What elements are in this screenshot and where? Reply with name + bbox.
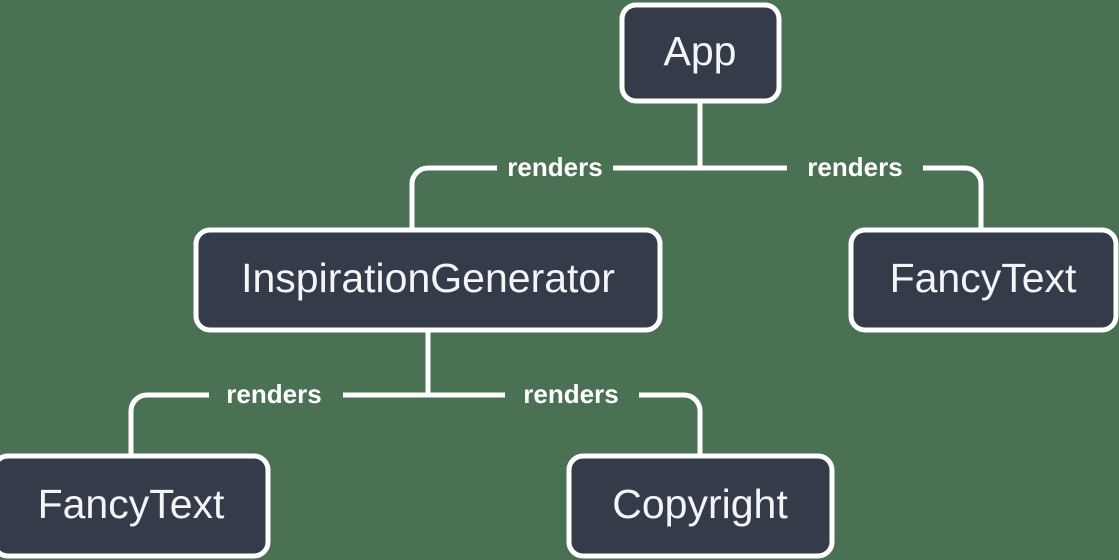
node-app-label: App [664, 28, 737, 74]
node-inspirationgenerator[interactable]: InspirationGenerator [193, 227, 663, 333]
node-fancytext-bottom-left[interactable]: FancyText [0, 453, 271, 559]
node-fancytext-bottom-left-label: FancyText [38, 481, 225, 527]
node-fancytext-right-box[interactable] [848, 227, 1119, 333]
node-copyright-box[interactable] [566, 453, 835, 559]
edge-app-to-inspirationgenerator [409, 165, 700, 230]
edge-label-app-to-fancytext-right: renders [807, 152, 902, 182]
edge-inspirationgenerator-to-fancytext-bottom-left [128, 392, 428, 456]
node-fancytext-right-label: FancyText [890, 255, 1077, 301]
node-copyright-label: Copyright [612, 481, 788, 527]
edge-app-to-fancytext-right [700, 165, 984, 230]
node-inspirationgenerator-label: InspirationGenerator [241, 255, 615, 301]
node-copyright[interactable]: Copyright [566, 453, 835, 559]
node-fancytext-bottom-left-box[interactable] [0, 453, 271, 559]
edge-inspirationgenerator-to-copyright [428, 392, 703, 456]
edge-label-app-to-inspirationgenerator: renders [507, 152, 602, 182]
node-app[interactable]: App [619, 2, 782, 104]
edge-label-inspirationgenerator-to-fancytext-bottom-left: renders [226, 379, 321, 409]
edge-label-inspirationgenerator-to-copyright: renders [523, 379, 618, 409]
node-app-box[interactable] [619, 2, 782, 104]
node-fancytext-right[interactable]: FancyText [848, 227, 1119, 333]
node-inspirationgenerator-box[interactable] [193, 227, 663, 333]
